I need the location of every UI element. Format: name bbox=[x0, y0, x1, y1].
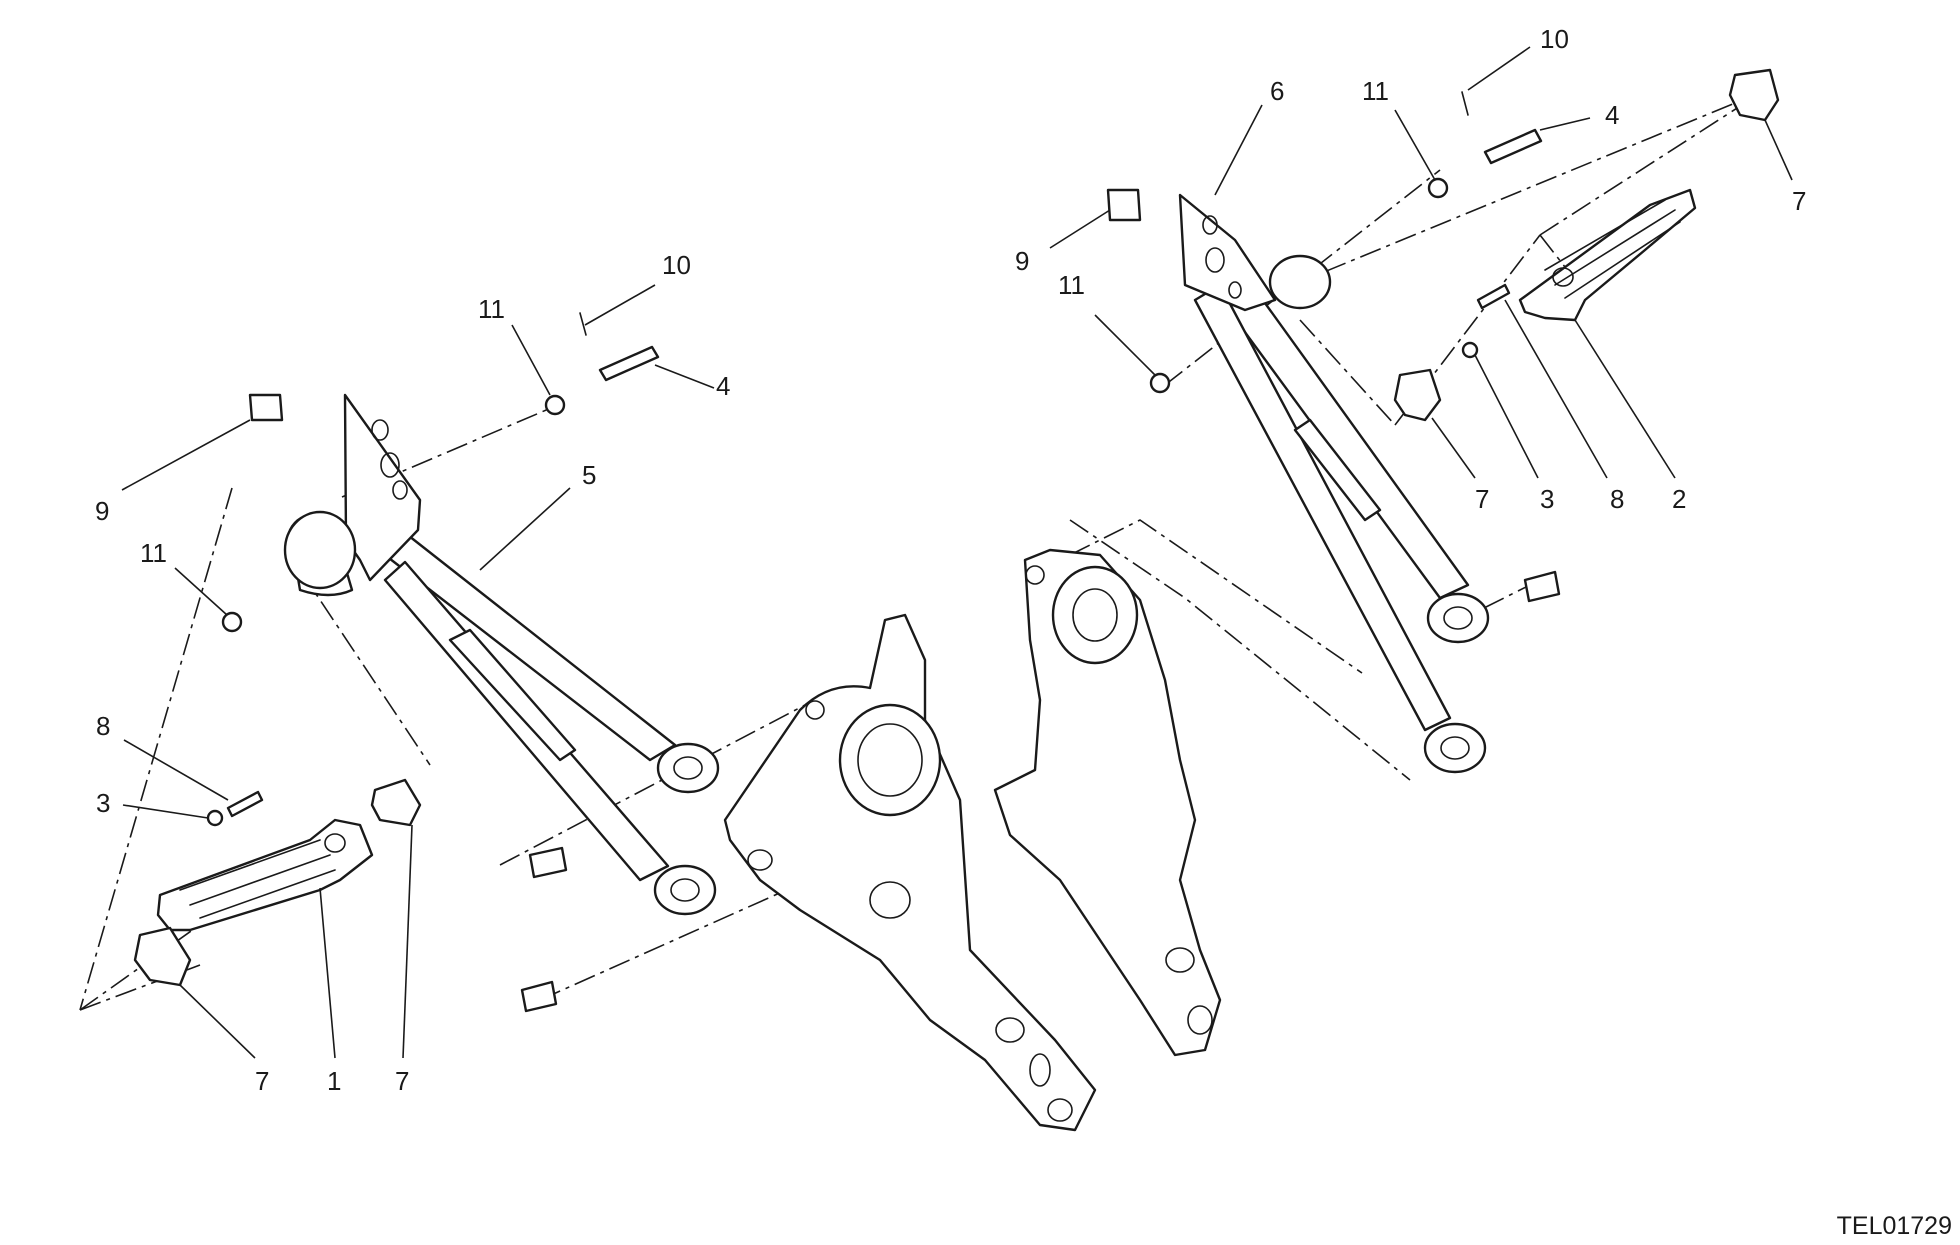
left-footpeg bbox=[156, 818, 374, 932]
drawing-code: TEL01729 bbox=[1836, 1212, 1952, 1240]
callout-8-right: 8 bbox=[1610, 484, 1624, 514]
left-footpeg-bracket bbox=[283, 393, 720, 916]
callout-11-left: 11 bbox=[140, 538, 167, 568]
callout-7-left-bottom: 7 bbox=[255, 1066, 269, 1096]
callout-4-left: 4 bbox=[716, 371, 730, 401]
callout-2: 2 bbox=[1672, 484, 1686, 514]
callout-1: 1 bbox=[327, 1066, 341, 1096]
callout-5: 5 bbox=[582, 460, 596, 490]
callout-6: 6 bbox=[1270, 76, 1284, 106]
callout-3-right: 3 bbox=[1540, 484, 1554, 514]
right-footpeg-bracket bbox=[1178, 193, 1490, 774]
callout-10-left: 10 bbox=[662, 250, 691, 280]
right-hanger-plate bbox=[993, 548, 1222, 1057]
callout-11-right: 11 bbox=[1058, 270, 1085, 300]
callout-4-right: 4 bbox=[1605, 100, 1619, 130]
left-hanger-plate bbox=[723, 613, 1097, 1132]
small-parts bbox=[133, 68, 1780, 1013]
callout-9-left: 9 bbox=[95, 496, 109, 526]
callout-9-right: 9 bbox=[1015, 246, 1029, 276]
right-footpeg bbox=[1518, 188, 1697, 322]
callout-7-left-right: 7 bbox=[395, 1066, 409, 1096]
callout-7-right-top: 7 bbox=[1792, 186, 1806, 216]
callout-10-right: 10 bbox=[1540, 24, 1569, 54]
callout-3-left: 3 bbox=[96, 788, 110, 818]
callout-labels: 10 11 4 5 9 11 8 3 7 1 7 10 6 11 4 7 9 1… bbox=[95, 24, 1806, 1096]
callout-11-left-top: 11 bbox=[478, 294, 505, 324]
callout-8-left: 8 bbox=[96, 711, 110, 741]
callout-7-right-mid: 7 bbox=[1475, 484, 1489, 514]
leader-lines bbox=[121, 46, 1793, 1059]
callout-11-right-top: 11 bbox=[1362, 76, 1389, 106]
